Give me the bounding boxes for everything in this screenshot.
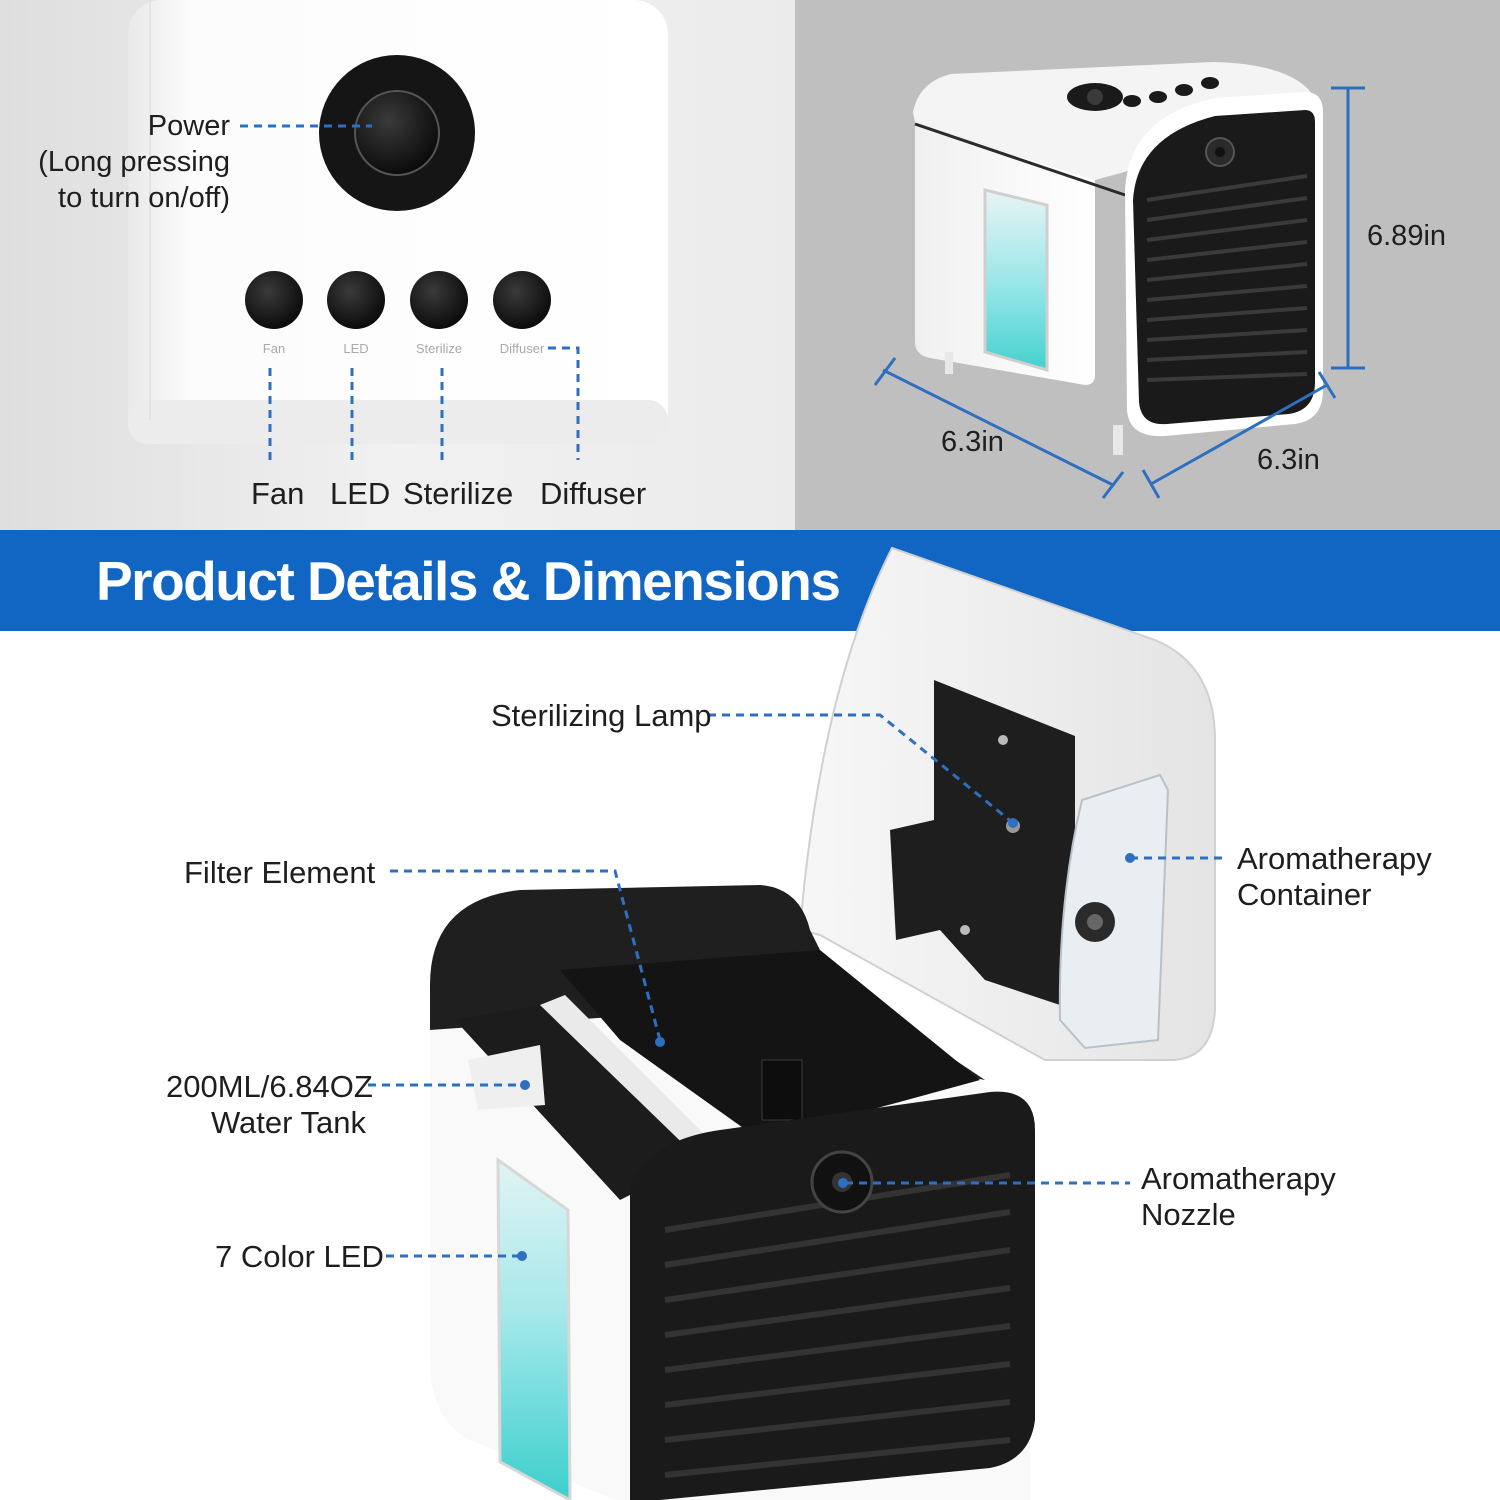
depth-dimension: 6.3in [1257, 444, 1320, 476]
aroma-container-label: Aromatherapy Container [1237, 841, 1432, 912]
width-dimension: 6.3in [941, 426, 1004, 458]
power-button [354, 90, 440, 176]
diffuser-button [493, 271, 551, 329]
fan-button [245, 271, 303, 329]
filter-element-label: Filter Element [184, 855, 376, 890]
aroma-nozzle-label: Aromatherapy Nozzle [1141, 1161, 1336, 1232]
sterilize-button [410, 271, 468, 329]
fan-print: Fan [263, 341, 285, 356]
control-panel-photo: Fan LED Sterilize Diffuser Power (Long p… [0, 0, 795, 530]
power-label: Power (Long pressing to turn on/off) [38, 110, 230, 214]
led-print: LED [343, 341, 368, 356]
page-title: Product Details & Dimensions [96, 550, 841, 612]
sterilize-print: Sterilize [416, 341, 462, 356]
led-button [327, 271, 385, 329]
diffuser-label: Diffuser [540, 476, 647, 511]
control-panel-illustration: Fan LED Sterilize Diffuser [0, 0, 795, 530]
color-led-label: 7 Color LED [215, 1239, 384, 1274]
fan-label: Fan [251, 476, 305, 511]
diffuser-print: Diffuser [500, 341, 545, 356]
water-tank-label: 200ML/6.84OZ Water Tank [166, 1069, 373, 1140]
dimension-photo: 6.89in 6.3in 6.3in [795, 0, 1500, 530]
sterilize-label: Sterilize [403, 476, 514, 511]
sterilizing-lamp-label: Sterilizing Lamp [491, 698, 712, 733]
title-banner [0, 530, 1500, 631]
height-dimension: 6.89in [1367, 220, 1447, 252]
dimension-illustration [873, 62, 1365, 499]
led-label: LED [330, 476, 391, 511]
